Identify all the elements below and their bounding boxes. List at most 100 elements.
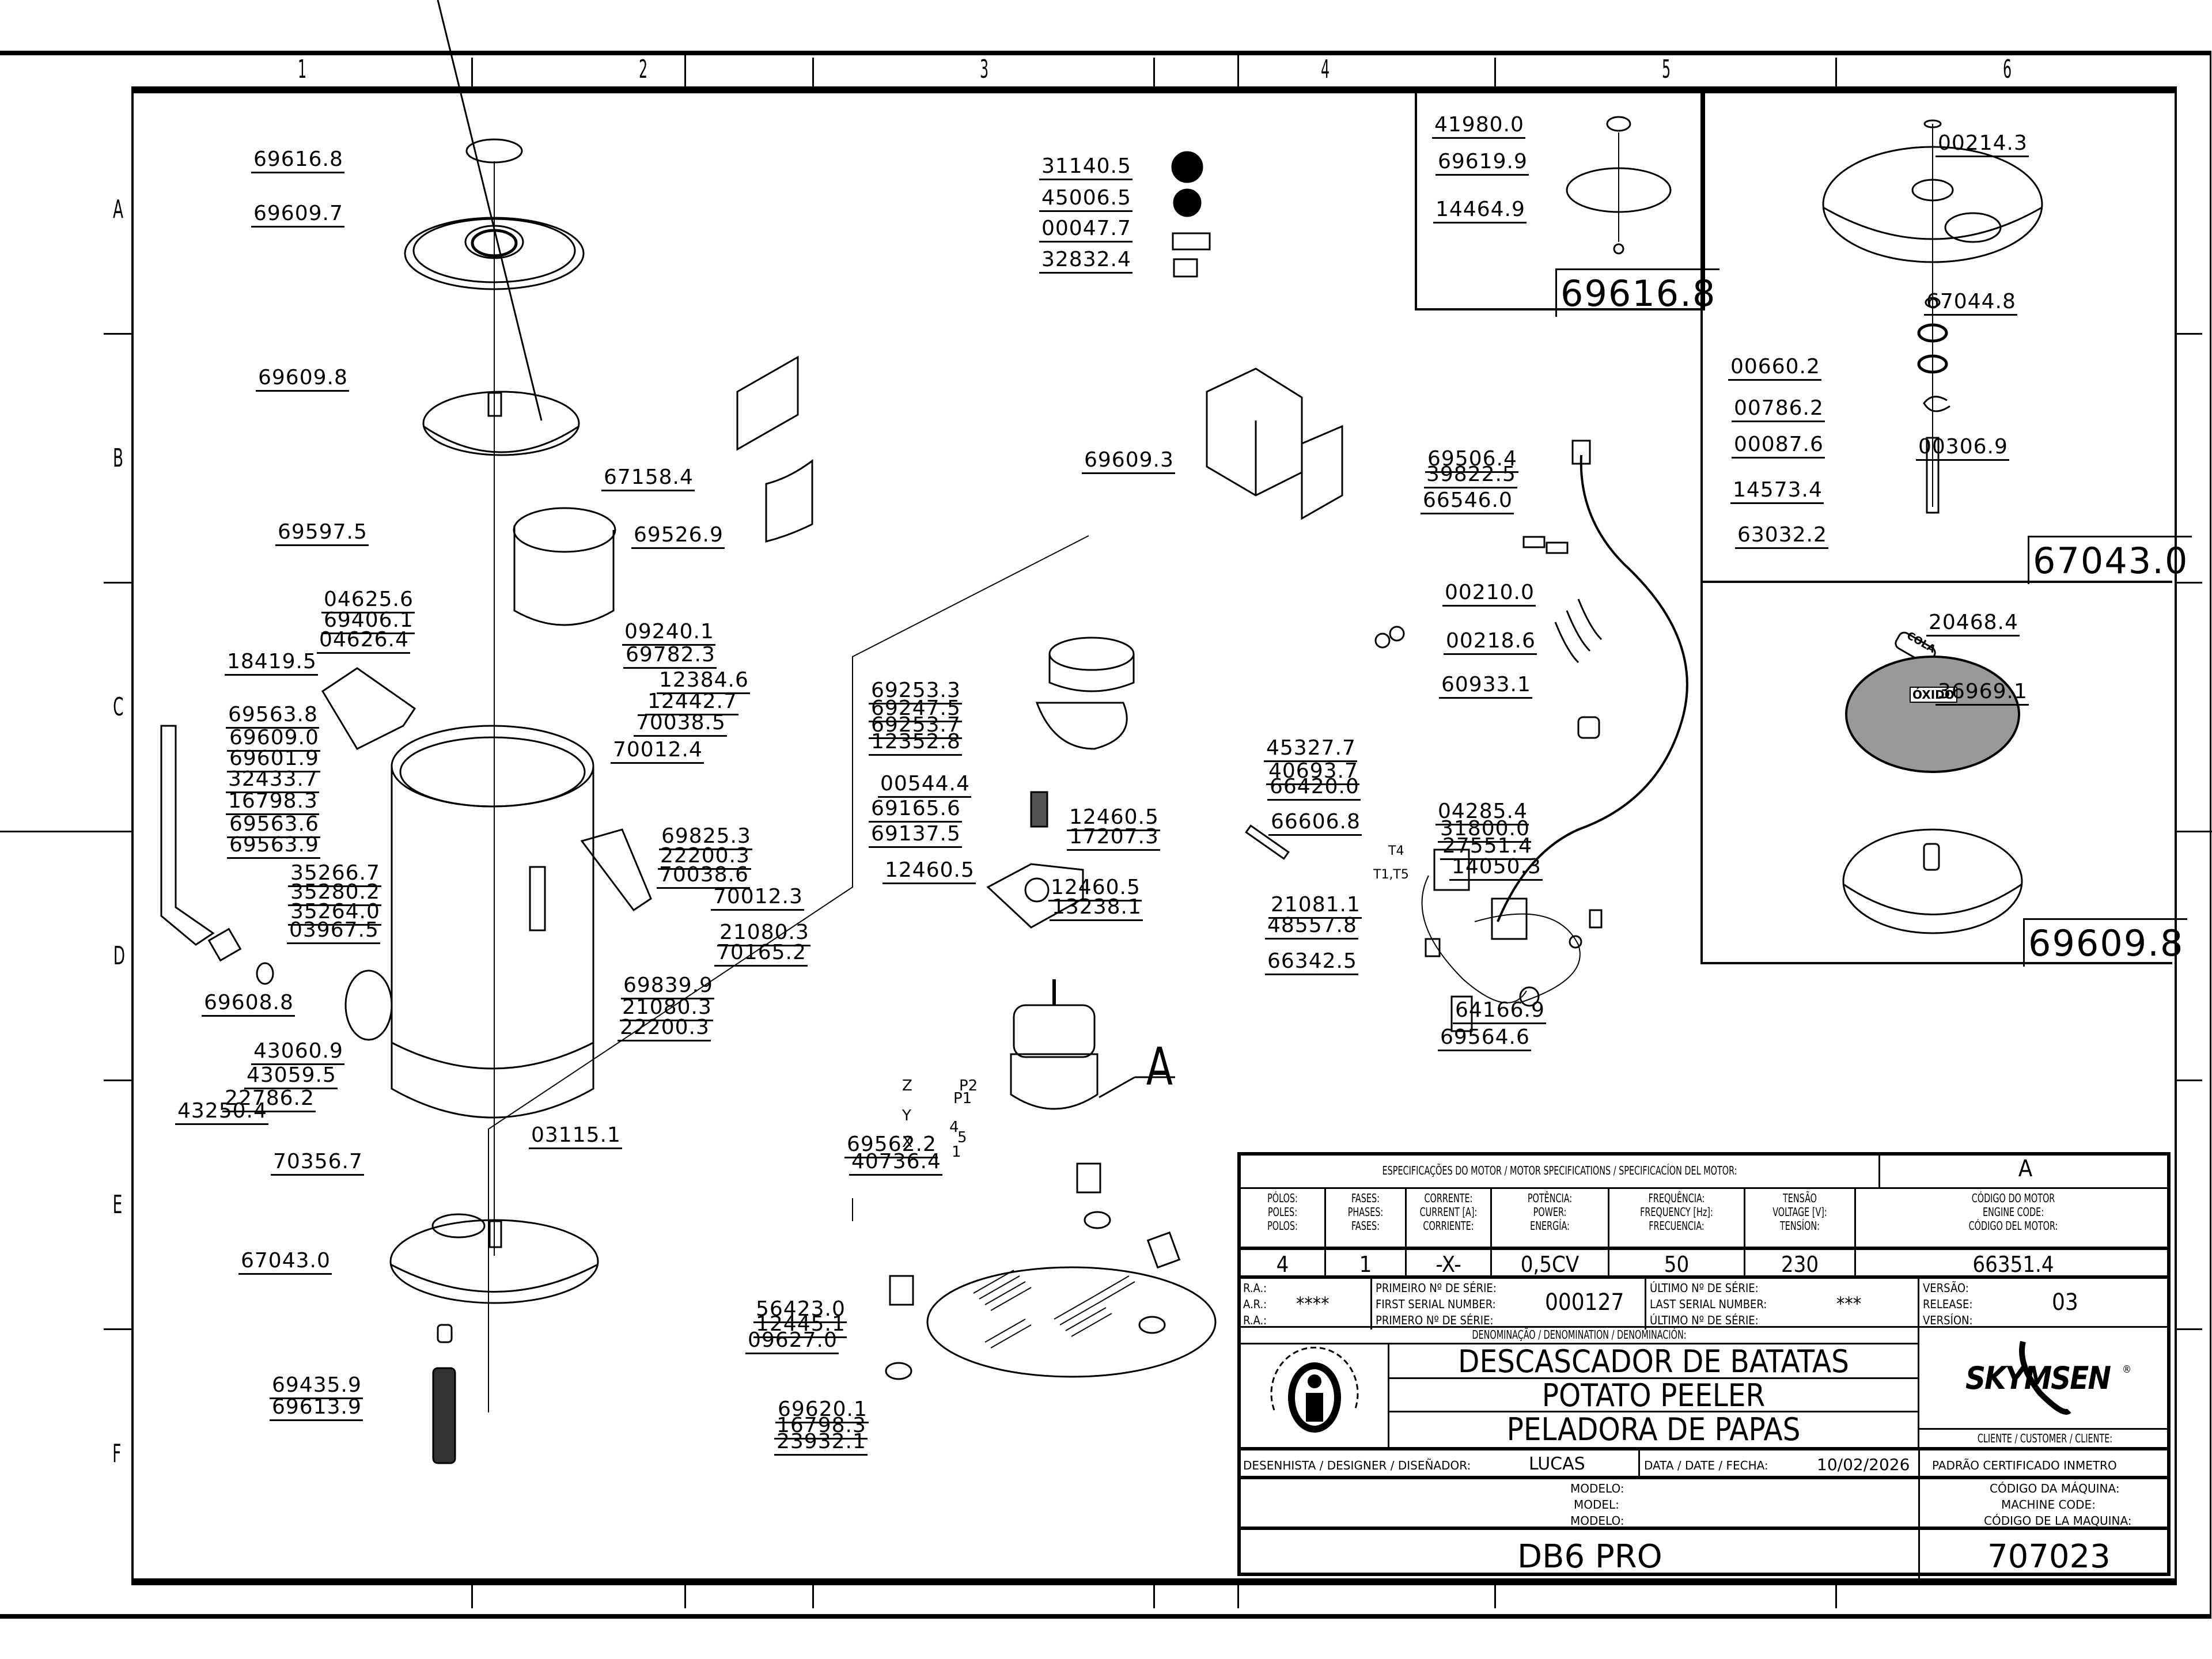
part-number-callout[interactable]: 32832.4 <box>1039 249 1132 274</box>
part-number-callout[interactable]: 00660.2 <box>1728 356 1821 381</box>
part-number-callout[interactable]: 32433.7 <box>226 768 319 793</box>
part-number-callout[interactable]: 22200.3 <box>658 845 751 870</box>
part-number-callout[interactable]: 00214.3 <box>1936 132 2029 157</box>
part-number-callout[interactable]: 00087.6 <box>1732 434 1825 459</box>
part-number-callout[interactable]: 22786.2 <box>222 1088 316 1112</box>
part-number-callout[interactable]: 00544.4 <box>878 773 971 798</box>
part-number-callout[interactable]: 69620.1 <box>775 1399 869 1423</box>
part-number-callout[interactable]: 69247.5 <box>869 698 962 722</box>
part-number-callout[interactable]: 21081.1 <box>1268 894 1362 919</box>
part-number-callout[interactable]: 35266.7 <box>288 862 381 887</box>
part-number-callout[interactable]: 69597.5 <box>275 521 369 546</box>
part-number-callout[interactable]: 69435.9 <box>270 1374 363 1399</box>
part-number-callout[interactable]: 40736.4 <box>849 1151 942 1176</box>
part-number-callout[interactable]: 69506.4 <box>1425 448 1518 473</box>
part-number-callout[interactable]: 69253.3 <box>869 680 962 704</box>
part-number-callout[interactable]: 63032.2 <box>1735 524 1828 549</box>
part-number-callout[interactable]: 48557.8 <box>1265 915 1358 940</box>
part-number-callout[interactable]: 14464.9 <box>1433 199 1527 224</box>
part-number-callout[interactable]: 20468.4 <box>1926 612 2020 637</box>
part-number-callout[interactable]: 69406.1 <box>321 609 415 634</box>
part-number-callout[interactable]: 70356.7 <box>271 1151 364 1176</box>
part-number-callout[interactable]: 41980.0 <box>1432 114 1525 139</box>
part-number-callout[interactable]: 45006.5 <box>1039 187 1132 212</box>
part-number-callout[interactable]: 69825.3 <box>659 825 752 850</box>
part-number-callout[interactable]: 69137.5 <box>869 823 962 848</box>
part-number-callout[interactable]: 64166.9 <box>1453 999 1546 1024</box>
part-number-callout[interactable]: 21080.3 <box>717 922 810 946</box>
part-number-callout[interactable]: 69563.9 <box>227 834 320 859</box>
part-number-callout[interactable]: 70165.2 <box>714 942 808 967</box>
part-number-callout[interactable]: 69526.9 <box>631 524 725 549</box>
part-number-callout[interactable]: 09627.0 <box>745 1330 839 1354</box>
part-number-callout[interactable]: 18419.5 <box>225 651 318 676</box>
part-number-callout[interactable]: 00218.6 <box>1444 630 1537 655</box>
part-number-callout[interactable]: 69562.2 <box>844 1134 938 1158</box>
part-number-callout[interactable]: 35280.2 <box>288 881 381 906</box>
part-number-callout[interactable]: 69165.6 <box>869 798 962 823</box>
part-number-callout[interactable]: 69601.9 <box>227 748 320 772</box>
part-number-callout[interactable]: 69608.8 <box>202 992 295 1017</box>
part-number-callout[interactable]: 12460.5 <box>1048 877 1142 902</box>
part-number-callout[interactable]: 00306.9 <box>1916 436 2009 461</box>
part-number-callout[interactable]: 12460.5 <box>1067 806 1160 831</box>
part-number-callout[interactable]: 27551.4 <box>1440 835 1533 860</box>
part-number-callout[interactable]: 67043.0 <box>238 1250 332 1275</box>
part-number-callout[interactable]: 69564.6 <box>1438 1027 1531 1051</box>
part-number-callout[interactable]: 69609.7 <box>251 203 344 228</box>
part-number-callout[interactable]: 69616.8 <box>251 149 344 173</box>
part-number-callout[interactable]: 03967.5 <box>287 919 380 944</box>
part-number-callout[interactable]: 69619.9 <box>1435 151 1529 176</box>
part-number-callout[interactable]: 14573.4 <box>1730 479 1824 504</box>
part-number-callout[interactable]: 22200.3 <box>618 1017 711 1041</box>
part-number-callout[interactable]: 56423.0 <box>753 1298 847 1323</box>
part-number-callout[interactable]: 00047.7 <box>1039 218 1132 243</box>
part-number-callout[interactable]: 66606.8 <box>1268 811 1362 836</box>
part-number-callout[interactable]: 43059.5 <box>244 1065 338 1089</box>
part-number-callout[interactable]: 69563.6 <box>227 813 320 838</box>
part-number-callout[interactable]: 69609.3 <box>1082 449 1175 474</box>
part-number-callout[interactable]: 16798.3 <box>226 790 319 815</box>
part-number-callout[interactable]: 35264.0 <box>288 901 381 926</box>
part-number-callout[interactable]: 04625.6 <box>321 589 415 613</box>
part-number-callout[interactable]: 13238.1 <box>1050 896 1143 921</box>
part-number-callout[interactable]: 66420.0 <box>1267 776 1361 801</box>
part-number-callout[interactable]: 04285.4 <box>1435 801 1529 825</box>
part-number-callout[interactable]: 69609.8 <box>256 367 349 392</box>
part-number-callout[interactable]: 66342.5 <box>1265 950 1358 975</box>
part-number-callout[interactable]: 12384.6 <box>657 669 750 694</box>
part-number-callout[interactable]: 43060.9 <box>251 1040 344 1065</box>
part-number-callout[interactable]: 00786.2 <box>1732 397 1825 422</box>
part-number-callout[interactable]: 12445.1 <box>753 1313 847 1338</box>
part-number-callout[interactable]: 70012.4 <box>611 739 704 764</box>
part-number-callout[interactable]: 70012.3 <box>711 886 804 911</box>
part-number-callout[interactable]: 67158.4 <box>601 467 695 491</box>
part-number-callout[interactable]: 14050.3 <box>1449 856 1543 881</box>
part-number-callout[interactable]: 69839.9 <box>621 975 714 999</box>
part-number-callout[interactable]: 16798.3 <box>774 1415 868 1440</box>
part-number-callout[interactable]: 31140.5 <box>1039 156 1132 180</box>
part-number-callout[interactable]: 40693.7 <box>1266 760 1359 785</box>
part-number-callout[interactable]: 23932.1 <box>774 1431 868 1456</box>
part-number-callout[interactable]: 66546.0 <box>1421 490 1514 514</box>
part-number-callout[interactable]: 17207.3 <box>1067 826 1160 851</box>
part-number-callout[interactable]: 69782.3 <box>623 644 717 669</box>
part-number-callout[interactable]: 00210.0 <box>1442 582 1536 607</box>
part-number-callout[interactable]: 45327.7 <box>1264 737 1357 762</box>
part-number-callout[interactable]: 67044.8 <box>1924 291 2017 316</box>
part-number-callout[interactable]: 12460.5 <box>882 859 976 884</box>
part-number-callout[interactable]: 12442.7 <box>645 691 738 715</box>
part-number-callout[interactable]: 69563.8 <box>226 704 319 729</box>
part-number-callout[interactable]: 04626.4 <box>317 629 410 654</box>
part-number-callout[interactable]: 31800.0 <box>1438 818 1531 843</box>
part-number-callout[interactable]: 60933.1 <box>1439 674 1532 699</box>
part-number-callout[interactable]: 36969.1 <box>1936 681 2029 706</box>
part-number-callout[interactable]: 21080.3 <box>620 997 713 1021</box>
part-number-callout[interactable]: 69609.0 <box>227 727 320 752</box>
part-number-callout[interactable]: 70038.6 <box>657 864 750 889</box>
part-number-callout[interactable]: 39822.5 <box>1424 464 1517 488</box>
part-number-callout[interactable]: 03115.1 <box>529 1124 622 1149</box>
part-number-callout[interactable]: 69613.9 <box>270 1396 363 1421</box>
part-number-callout[interactable]: 70038.5 <box>634 712 727 737</box>
part-number-callout[interactable]: 69253.7 <box>869 714 962 739</box>
